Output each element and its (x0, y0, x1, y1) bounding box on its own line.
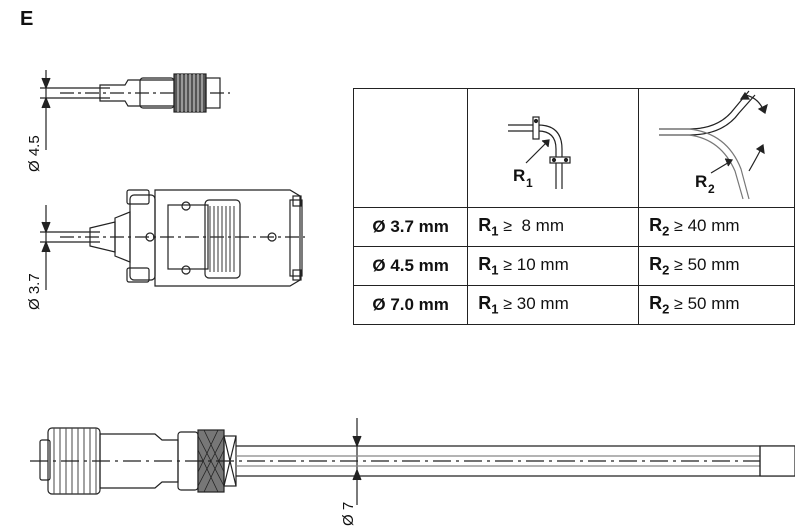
table-row: Ø 4.5 mm R1 ≥ 10 mm R2 ≥ 50 mm (352, 246, 795, 286)
r1-cell: R1 ≥ 8 mm (467, 207, 640, 247)
figure-letter: E (20, 8, 34, 30)
dimension-label-d37: Ø 3.7 (26, 273, 43, 310)
r2-cell: R2 ≥ 50 mm (638, 285, 795, 325)
dimension-label-d45: Ø 4.5 (26, 135, 43, 172)
r2-label: R2 (649, 215, 670, 239)
dsub-connector-drawing (40, 189, 305, 290)
r2-symbol: R (695, 172, 707, 191)
header-r1-cell: R 1 (467, 88, 640, 208)
table-header-row: R 1 R 2 (352, 88, 795, 208)
r1-label: R1 (478, 254, 499, 278)
r1-label: R1 (478, 215, 499, 239)
r1-symbol: R (513, 166, 525, 185)
bend-radius-table: R 1 R 2 (352, 88, 795, 325)
r2-cell: R2 ≥ 40 mm (638, 207, 795, 247)
r1-subscript: 1 (526, 176, 533, 190)
diameter-cell: Ø 3.7 mm (352, 207, 469, 247)
dimension-label-d7: Ø 7 (340, 501, 357, 526)
table-row: Ø 3.7 mm R1 ≥ 8 mm R2 ≥ 40 mm (352, 207, 795, 247)
small-connector-drawing (40, 70, 230, 150)
diameter-cell: Ø 4.5 mm (352, 246, 469, 286)
bend-r2-illustration: R 2 (659, 90, 768, 200)
r2-label: R2 (649, 254, 670, 278)
cable-connector-drawing (30, 418, 795, 505)
table-row: Ø 7.0 mm R1 ≥ 30 mm R2 ≥ 50 mm (352, 285, 795, 325)
r2-subscript: 2 (708, 182, 715, 196)
bend-r1-illustration: R 1 (508, 116, 571, 190)
diameter-cell: Ø 7.0 mm (352, 285, 469, 325)
r2-cell: R2 ≥ 50 mm (638, 246, 795, 286)
header-r2-cell: R 2 (638, 88, 795, 208)
r1-label: R1 (478, 293, 499, 317)
r1-cell: R1 ≥ 30 mm (467, 285, 640, 325)
r1-cell: R1 ≥ 10 mm (467, 246, 640, 286)
r2-label: R2 (649, 293, 670, 317)
header-empty-cell (352, 88, 469, 208)
